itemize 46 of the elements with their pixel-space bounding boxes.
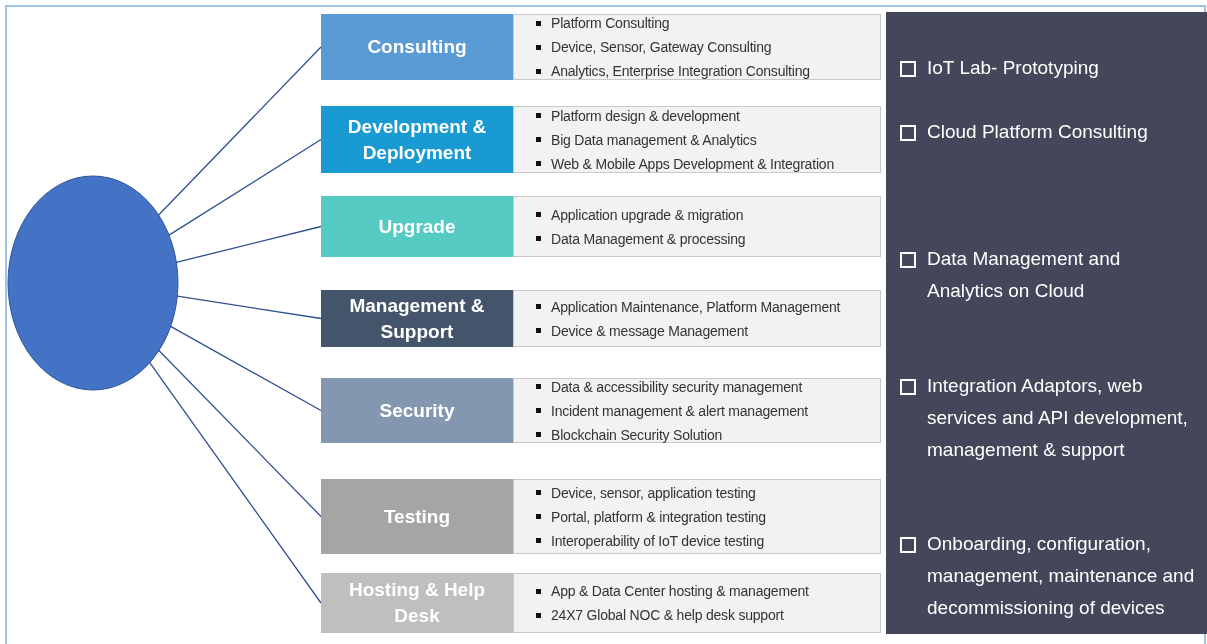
- bullet-item: Device, sensor, application testing: [551, 483, 756, 503]
- bullet-item: Web & Mobile Apps Development & Integration: [551, 154, 834, 174]
- offerings-panel: [886, 12, 1207, 634]
- connector-line: [175, 225, 322, 263]
- bullet-item: Application upgrade & migration: [551, 205, 744, 225]
- bullet-item: Incident management & alert management: [551, 401, 808, 421]
- bullet-item: Blockchain Security Solution: [551, 425, 723, 445]
- bullet-item: Interoperability of IoT device testing: [551, 531, 765, 551]
- offering-text: Cloud Platform Consulting: [927, 120, 1148, 144]
- service-details-box: [513, 290, 881, 347]
- bullet-item: Portal, platform & integration testing: [551, 507, 766, 527]
- service-details-box: [513, 378, 881, 443]
- offering-text: Integration Adaptors, web services and API development, management & support: [927, 374, 1189, 462]
- bullet-item: Data Management & processing: [551, 229, 746, 249]
- connector-line: [158, 46, 322, 216]
- service-details-box: [513, 573, 881, 633]
- bullet-item: Device, Sensor, Gateway Consulting: [551, 38, 772, 57]
- offering-text: Onboarding, configuration, management, maintenance and decommissioning of devices: [927, 532, 1196, 620]
- service-details-box: [513, 14, 881, 80]
- bullet-item: Device & message Management: [551, 321, 748, 341]
- service-category-box: Upgrade: [321, 196, 513, 257]
- service-category-box: Security: [321, 378, 513, 443]
- service-details-box: [513, 106, 881, 173]
- service-category-box: Consulting: [321, 14, 513, 80]
- offering-text: Data Management and Analytics on Cloud: [927, 247, 1122, 303]
- bullet-item: App & Data Center hosting & management: [551, 582, 809, 601]
- bullet-item: Data & accessibility security management: [551, 377, 803, 397]
- bullet-item: Platform Consulting: [551, 14, 670, 33]
- offering-text: IoT Lab- Prototyping: [927, 56, 1099, 80]
- service-category-box: Development & Deployment: [321, 106, 513, 173]
- connector-line: [149, 362, 322, 604]
- service-details-box: [513, 479, 881, 554]
- service-category-box: Testing: [321, 479, 513, 554]
- service-category-box: Management & Support: [321, 290, 513, 347]
- connector-line: [176, 295, 322, 320]
- bullet-item: Big Data management & Analytics: [551, 130, 757, 150]
- bullet-item: 24X7 Global NOC & help desk support: [551, 606, 784, 625]
- bullet-item: Platform design & development: [551, 106, 740, 126]
- bullet-item: Analytics, Enterprise Integration Consulting: [551, 62, 810, 81]
- connector-line: [158, 349, 322, 518]
- connector-line: [168, 138, 322, 236]
- service-details-box: [513, 196, 881, 257]
- hub-ellipse: [7, 175, 179, 391]
- bullet-item: Application Maintenance, Platform Management: [551, 297, 841, 317]
- service-category-box: Hosting & Help Desk: [321, 573, 513, 633]
- connector-line: [170, 325, 322, 412]
